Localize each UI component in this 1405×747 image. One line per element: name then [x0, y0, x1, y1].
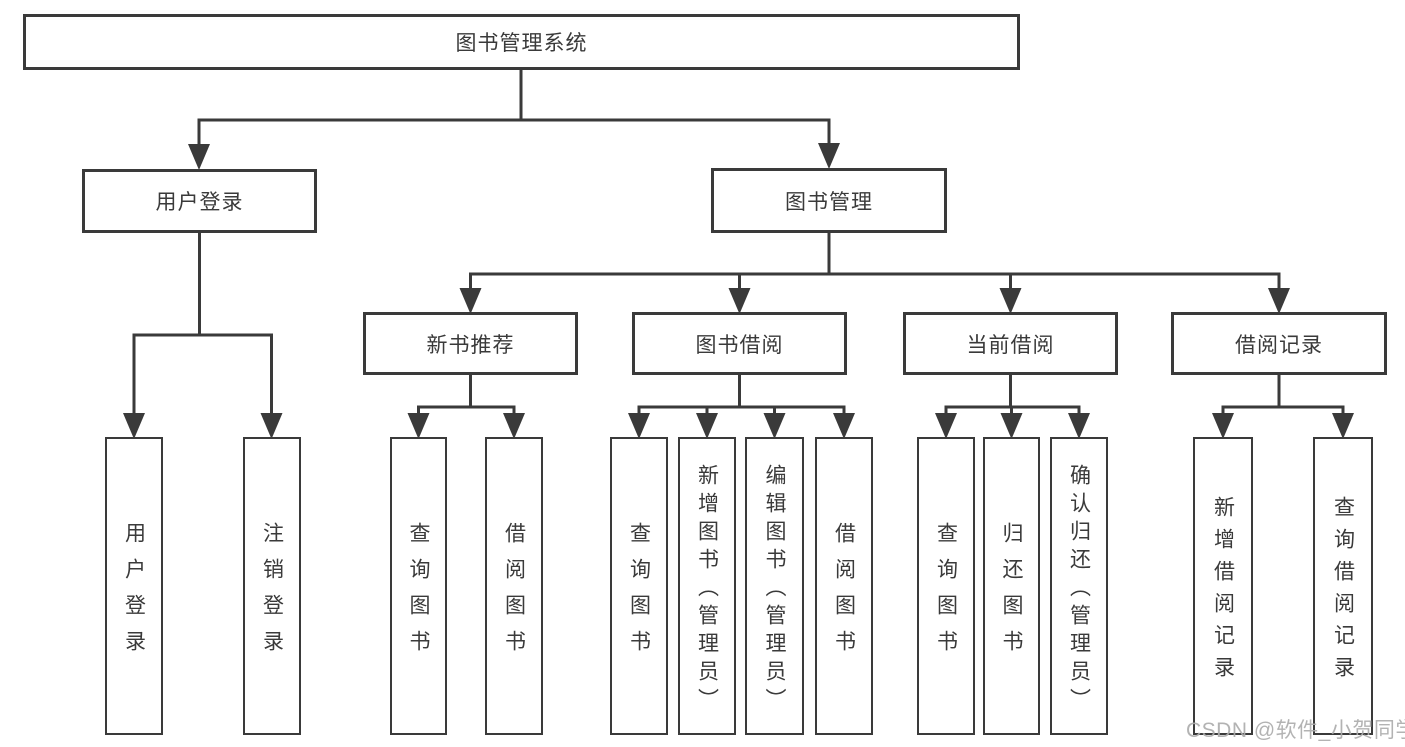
leaf-label: 查询图书 [627, 521, 651, 666]
arrowhead [696, 413, 718, 439]
arrowhead [1000, 413, 1023, 439]
arrowhead [1268, 288, 1290, 314]
leaf-query-book-borrowing: 查询图书 [610, 437, 668, 735]
arrowhead [818, 143, 840, 169]
arrowhead [628, 413, 650, 439]
node-label: 用户登录 [155, 191, 244, 214]
arrowhead [459, 288, 482, 314]
arrowhead [503, 413, 525, 439]
node-current-borrowing: 当前借阅 [903, 312, 1118, 375]
leaf-edit-book-admin: 编辑图书（管理员） [745, 437, 804, 735]
node-label: 新书推荐 [426, 333, 515, 357]
leaf-logout: 注销登录 [243, 437, 301, 735]
leaf-label: 用户登录 [122, 521, 146, 666]
node-new-book-recommend: 新书推荐 [363, 312, 578, 375]
arrowhead [407, 413, 430, 439]
node-label: 图书管理系统 [455, 32, 588, 55]
arrowhead [999, 288, 1022, 314]
node-label: 图书借阅 [695, 333, 784, 357]
node-borrowing-records: 借阅记录 [1171, 312, 1387, 375]
arrowhead [763, 413, 786, 439]
leaf-query-book-recommend: 查询图书 [390, 437, 447, 735]
leaf-user-login: 用户登录 [105, 437, 163, 735]
leaf-label: 新增借阅记录 [1211, 495, 1235, 688]
leaf-borrow-book: 借阅图书 [815, 437, 873, 735]
leaf-confirm-return-admin: 确认归还（管理员） [1050, 437, 1108, 735]
leaf-return-book: 归还图书 [983, 437, 1040, 735]
node-label: 借阅记录 [1235, 333, 1323, 357]
arrowhead [833, 413, 855, 439]
leaf-label: 借阅图书 [502, 521, 526, 666]
leaf-query-book-current: 查询图书 [917, 437, 975, 735]
leaf-label: 查询借阅记录 [1331, 495, 1355, 688]
leaf-label: 编辑图书（管理员） [763, 463, 786, 716]
arrowhead [123, 413, 145, 439]
arrowhead [260, 413, 283, 439]
arrowhead [1068, 413, 1090, 439]
arrowhead [188, 144, 210, 170]
arrowhead [1212, 413, 1234, 439]
leaf-add-book-admin: 新增图书（管理员） [678, 437, 736, 735]
node-label: 当前借阅 [966, 333, 1055, 357]
node-label: 图书管理 [785, 190, 873, 214]
leaf-label: 确认归还（管理员） [1067, 463, 1091, 716]
leaf-label: 查询图书 [934, 521, 958, 666]
leaf-label: 归还图书 [1000, 521, 1023, 666]
node-root-system: 图书管理系统 [23, 14, 1020, 70]
arrowhead [728, 288, 751, 314]
leaf-label: 借阅图书 [832, 521, 856, 666]
node-user-login-branch: 用户登录 [82, 169, 317, 233]
leaf-label: 注销登录 [260, 521, 284, 666]
leaf-label: 查询图书 [407, 521, 430, 666]
leaf-add-borrow-record: 新增借阅记录 [1193, 437, 1253, 735]
leaf-borrow-book-recommend: 借阅图书 [485, 437, 543, 735]
node-book-borrowing: 图书借阅 [632, 312, 847, 375]
leaf-label: 新增图书（管理员） [695, 463, 719, 716]
leaf-query-borrow-record: 查询借阅记录 [1313, 437, 1373, 735]
csdn-watermark: CSDN @软件_小贺同学 [1186, 719, 1405, 742]
node-book-management: 图书管理 [711, 168, 947, 233]
arrowhead [1332, 413, 1354, 439]
arrowhead [935, 413, 957, 439]
